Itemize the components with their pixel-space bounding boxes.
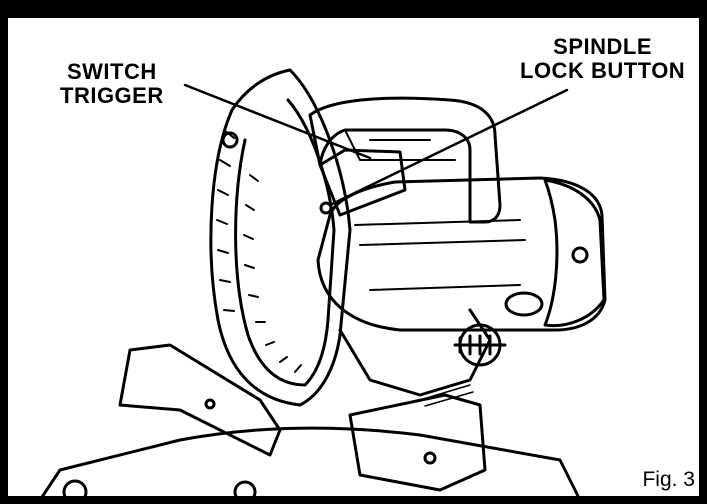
switch-trigger-leader	[183, 83, 372, 160]
right-fence	[348, 393, 487, 492]
spindle-lock-leader	[328, 88, 569, 207]
guard-screw	[221, 131, 239, 149]
blade-guard	[209, 68, 352, 407]
spindle-lock-label-line-2: LOCK BUTTON	[520, 58, 686, 83]
miter-scale	[419, 384, 474, 407]
left-fence	[118, 343, 282, 457]
table-surface	[38, 426, 582, 502]
table-knob-right	[233, 480, 257, 504]
header-bar	[0, 0, 707, 18]
spindle-lock-label-line-1: SPINDLE	[553, 34, 653, 59]
motor-band	[354, 219, 526, 291]
blade-teeth	[243, 174, 302, 373]
spindle-lock-button-label: SPINDLE LOCK BUTTON	[520, 35, 685, 83]
motor-vent-round	[571, 246, 589, 264]
figure-caption: Fig. 3	[642, 468, 695, 491]
table-screw	[423, 451, 437, 465]
switch-trigger-label-line-2: TRIGGER	[60, 83, 164, 108]
guard-rim-detail	[216, 129, 235, 312]
brush-cap	[504, 291, 544, 317]
saw-arm	[338, 308, 492, 397]
switch-trigger-label: SWITCH TRIGGER	[60, 60, 164, 108]
table-knob-left	[62, 479, 88, 504]
motor-housing	[316, 176, 607, 332]
fence-screw	[204, 398, 216, 410]
spindle-lock-button	[319, 201, 333, 215]
motor-end-cap	[543, 178, 606, 328]
switch-trigger-label-line-1: SWITCH	[66, 59, 157, 84]
pivot-bolt	[453, 334, 507, 356]
blade-inner-edge	[234, 98, 336, 387]
